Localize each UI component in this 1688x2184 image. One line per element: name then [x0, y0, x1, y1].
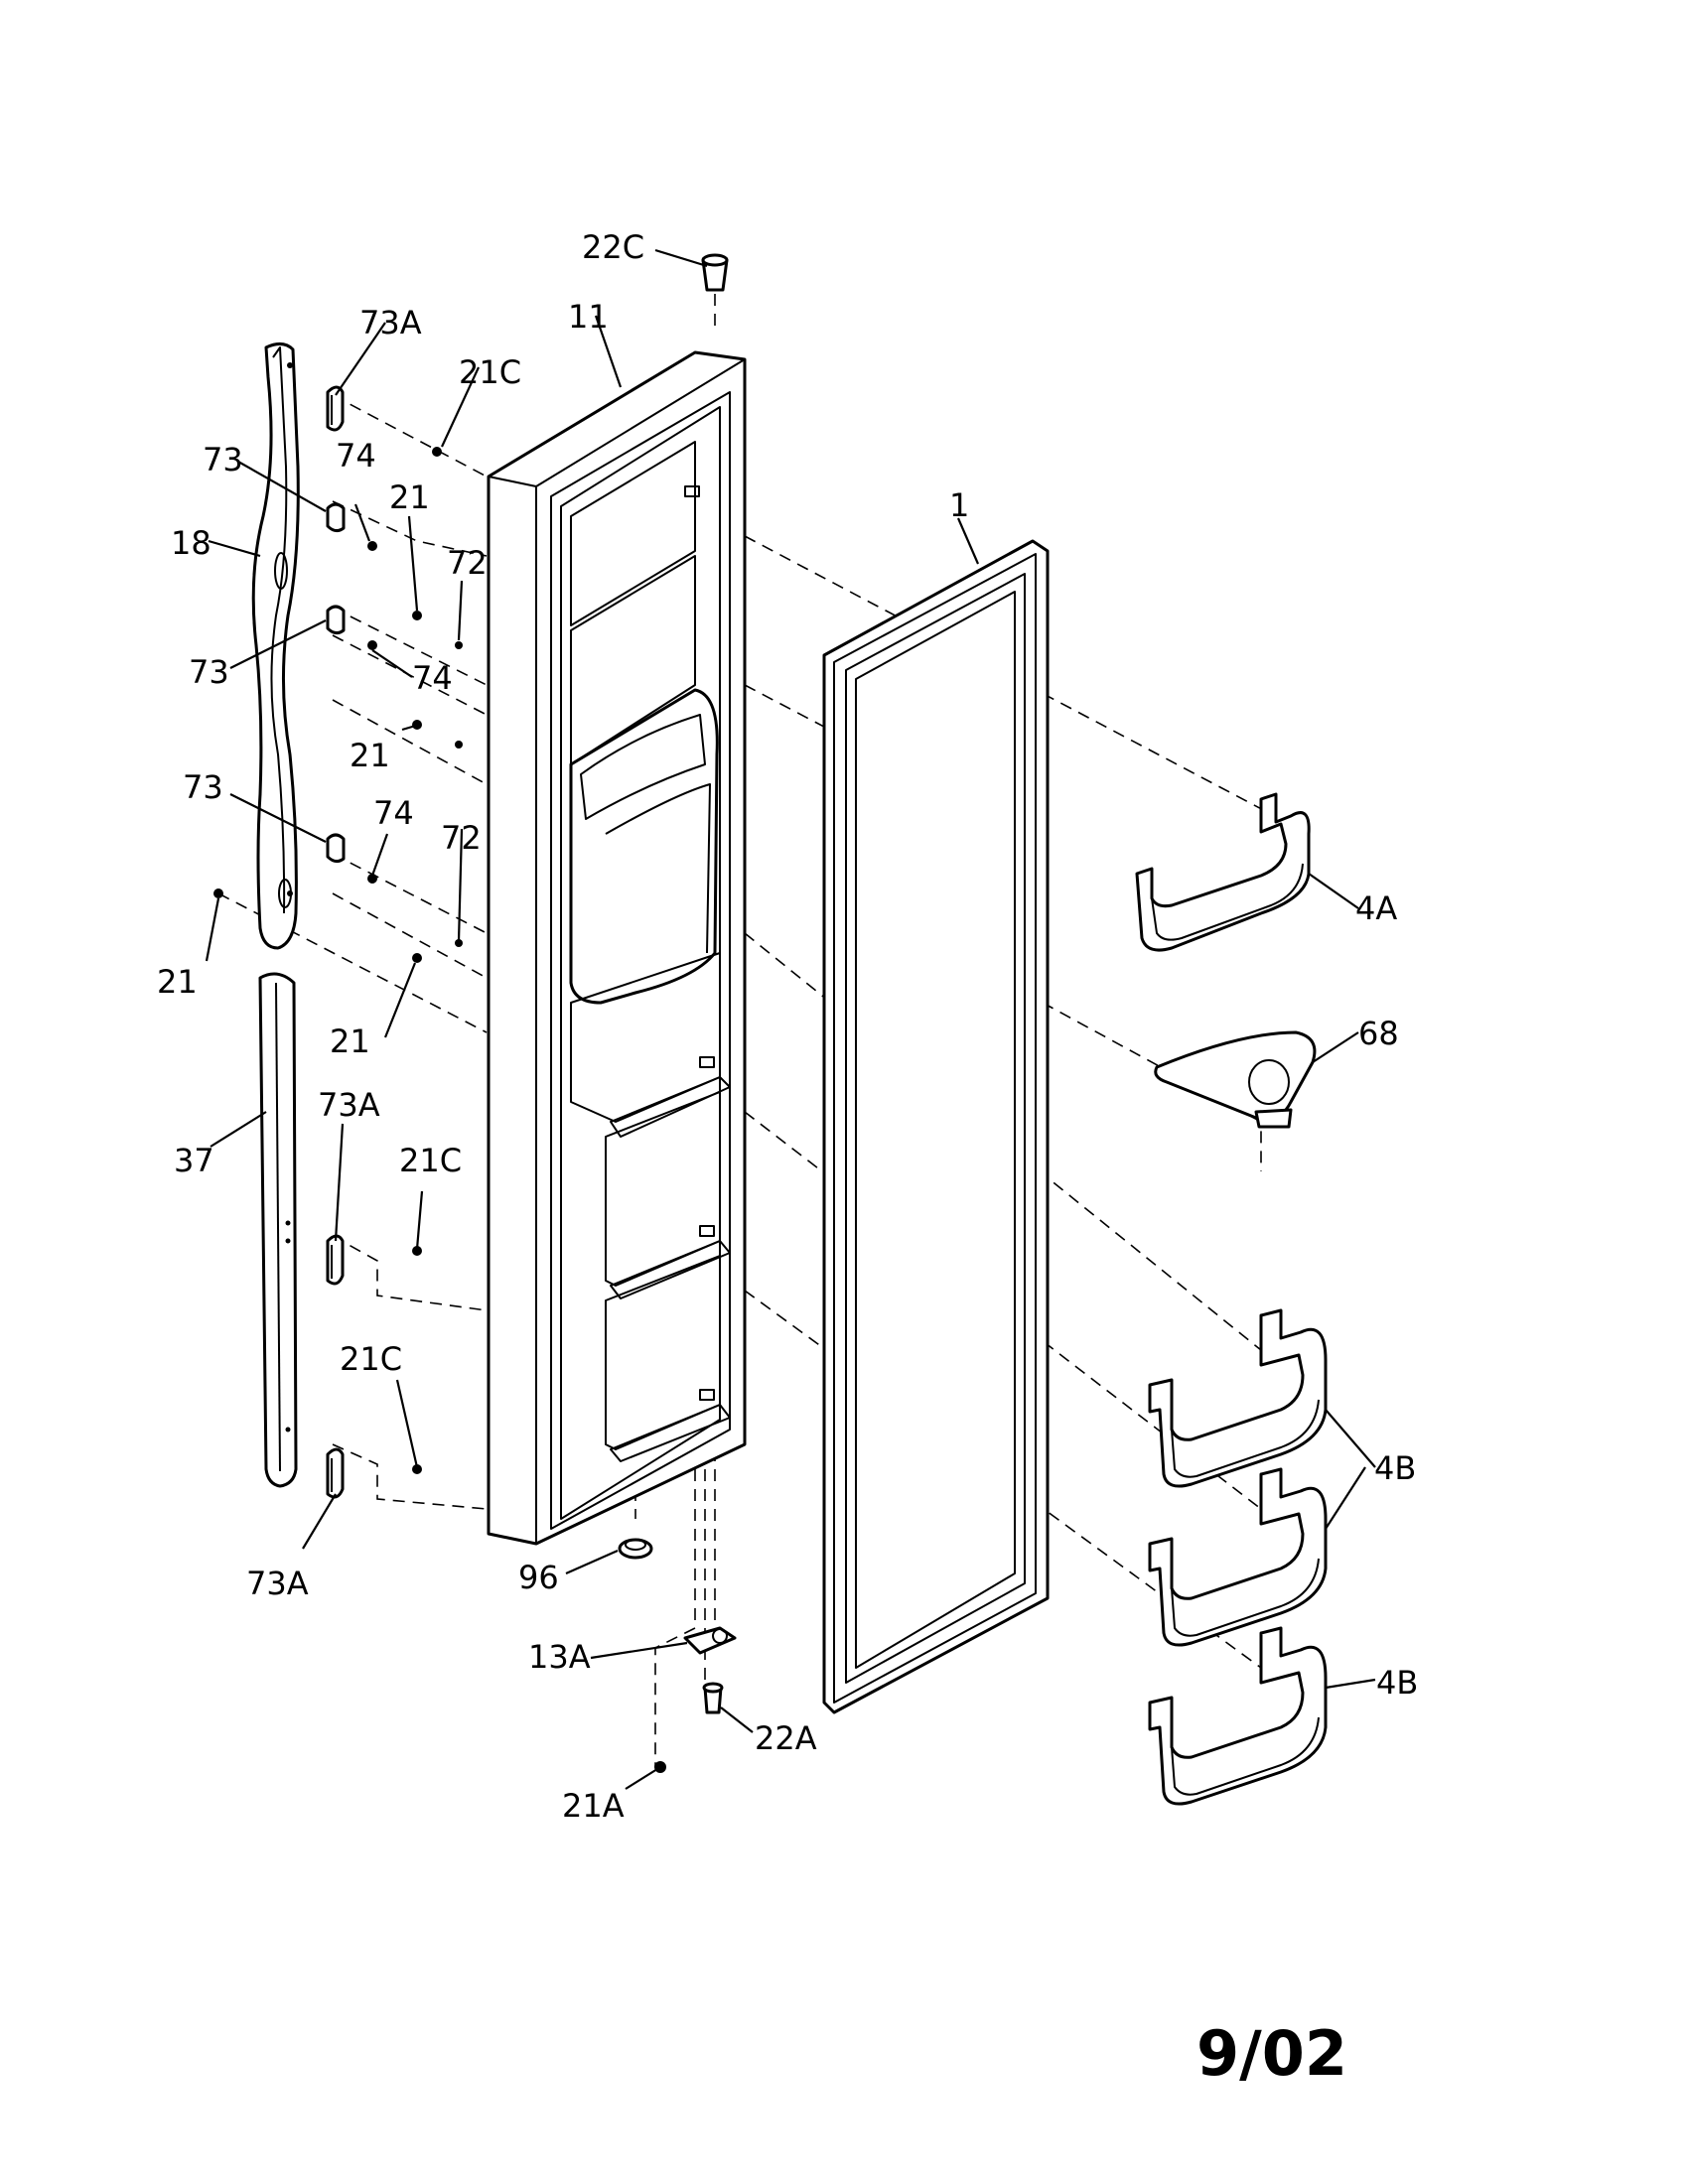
hinge-pin-22a — [702, 1682, 724, 1714]
callout-labels: 22C 11 73A 21C 1 73 74 21 72 18 73 74 21… — [157, 228, 1418, 1825]
callout-21c-mid: 21C — [399, 1142, 462, 1179]
callout-4b-a: 4B — [1374, 1449, 1416, 1487]
callout-21-c: 21 — [157, 963, 198, 1001]
callout-72-a: 72 — [447, 544, 488, 582]
callout-73a-mid: 73A — [318, 1086, 380, 1124]
callout-74-a: 74 — [336, 437, 376, 475]
callout-74-b: 74 — [412, 659, 453, 697]
dispenser-cup-68 — [1154, 1030, 1317, 1129]
callout-21-a: 21 — [389, 478, 430, 516]
callout-22c: 22C — [582, 228, 644, 266]
door-11 — [487, 350, 747, 1546]
door-bin-4b-middle — [1148, 1467, 1328, 1647]
callout-73a-top: 73A — [359, 304, 422, 341]
callout-13a: 13A — [528, 1638, 591, 1676]
callout-21-b: 21 — [350, 737, 390, 774]
callout-72-b: 72 — [441, 819, 482, 857]
clips — [326, 385, 346, 1499]
door-bin-4a — [1135, 792, 1311, 952]
callout-96: 96 — [518, 1559, 559, 1596]
plug-96 — [618, 1538, 653, 1560]
callout-73a-low: 73A — [246, 1565, 309, 1602]
callout-74-c: 74 — [373, 794, 414, 832]
callout-73-b: 73 — [189, 653, 229, 691]
callout-68: 68 — [1358, 1015, 1399, 1052]
callout-73-a: 73 — [203, 441, 243, 478]
callout-11: 11 — [568, 298, 609, 336]
callout-22a: 22A — [755, 1719, 817, 1757]
hinge-13a — [683, 1626, 737, 1655]
callout-21c-low: 21C — [340, 1340, 402, 1378]
revision-date: 9/02 — [1196, 2017, 1347, 2090]
callout-37: 37 — [174, 1142, 214, 1179]
callout-73-c: 73 — [183, 768, 223, 806]
leader-lines — [205, 248, 1376, 1790]
screws — [213, 447, 666, 1773]
callout-4a: 4A — [1355, 889, 1397, 927]
callout-21c-top: 21C — [459, 353, 521, 391]
door-gasket-1 — [822, 539, 1050, 1714]
callout-21a: 21A — [562, 1787, 625, 1825]
callout-21-d: 21 — [330, 1023, 370, 1060]
callout-18: 18 — [171, 524, 211, 562]
door-bin-4b-bottom — [1148, 1626, 1328, 1806]
callout-1: 1 — [949, 486, 969, 524]
lower-handle-trim-37 — [258, 972, 298, 1488]
callout-4b-b: 4B — [1376, 1664, 1418, 1702]
hinge-bushing-22c — [701, 253, 729, 292]
door-bin-4b-top — [1148, 1308, 1328, 1488]
